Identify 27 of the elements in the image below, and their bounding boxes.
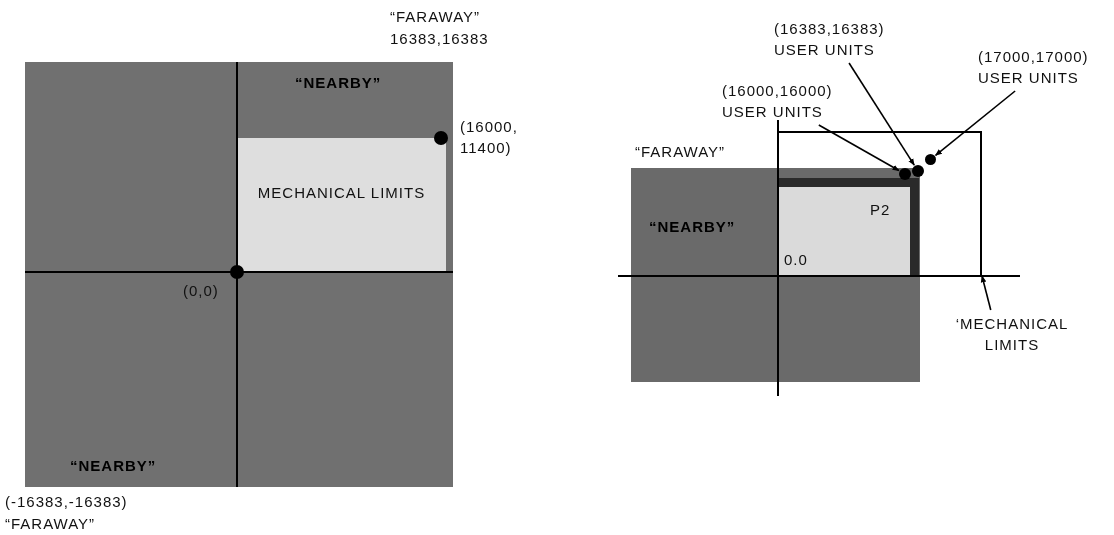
region-label: “NEARBY” [295, 73, 382, 93]
point-label: P2 [870, 200, 891, 220]
plot-area [778, 178, 919, 276]
plot-area [25, 62, 453, 487]
limits-outline [778, 131, 982, 276]
region-label: “NEARBY” [70, 456, 157, 476]
coordinate-label: “FARAWAY” [390, 7, 481, 27]
limits-area [237, 138, 446, 272]
leader-line [818, 124, 900, 172]
coordinate-label: “FARAWAY” [635, 142, 726, 162]
coordinate-label: (-16383,-16383) [5, 492, 128, 512]
coordinate-label: 16383,16383 [390, 29, 489, 49]
coordinate-label: (16000, 11400) [460, 117, 519, 158]
area-label: MECHANICAL LIMITS [256, 183, 427, 203]
point-dot [912, 165, 924, 177]
leader-line [980, 275, 992, 311]
coordinate-label: (16383,16383) USER UNITS [774, 18, 898, 60]
coordinate-label: (17000,17000) USER UNITS [978, 46, 1102, 88]
origin-label: (0,0) [183, 281, 219, 301]
point-dot [925, 154, 936, 165]
leader-line [934, 90, 1016, 157]
coordinate-label: (16000,16000) USER UNITS [722, 80, 846, 122]
region-label: “NEARBY” [649, 217, 736, 237]
callout-label: ‘MECHANICAL LIMITS [937, 313, 1087, 355]
leader-line [848, 62, 916, 166]
origin-label: 0.0 [784, 250, 808, 270]
coordinate-label: “FARAWAY” [5, 514, 96, 534]
